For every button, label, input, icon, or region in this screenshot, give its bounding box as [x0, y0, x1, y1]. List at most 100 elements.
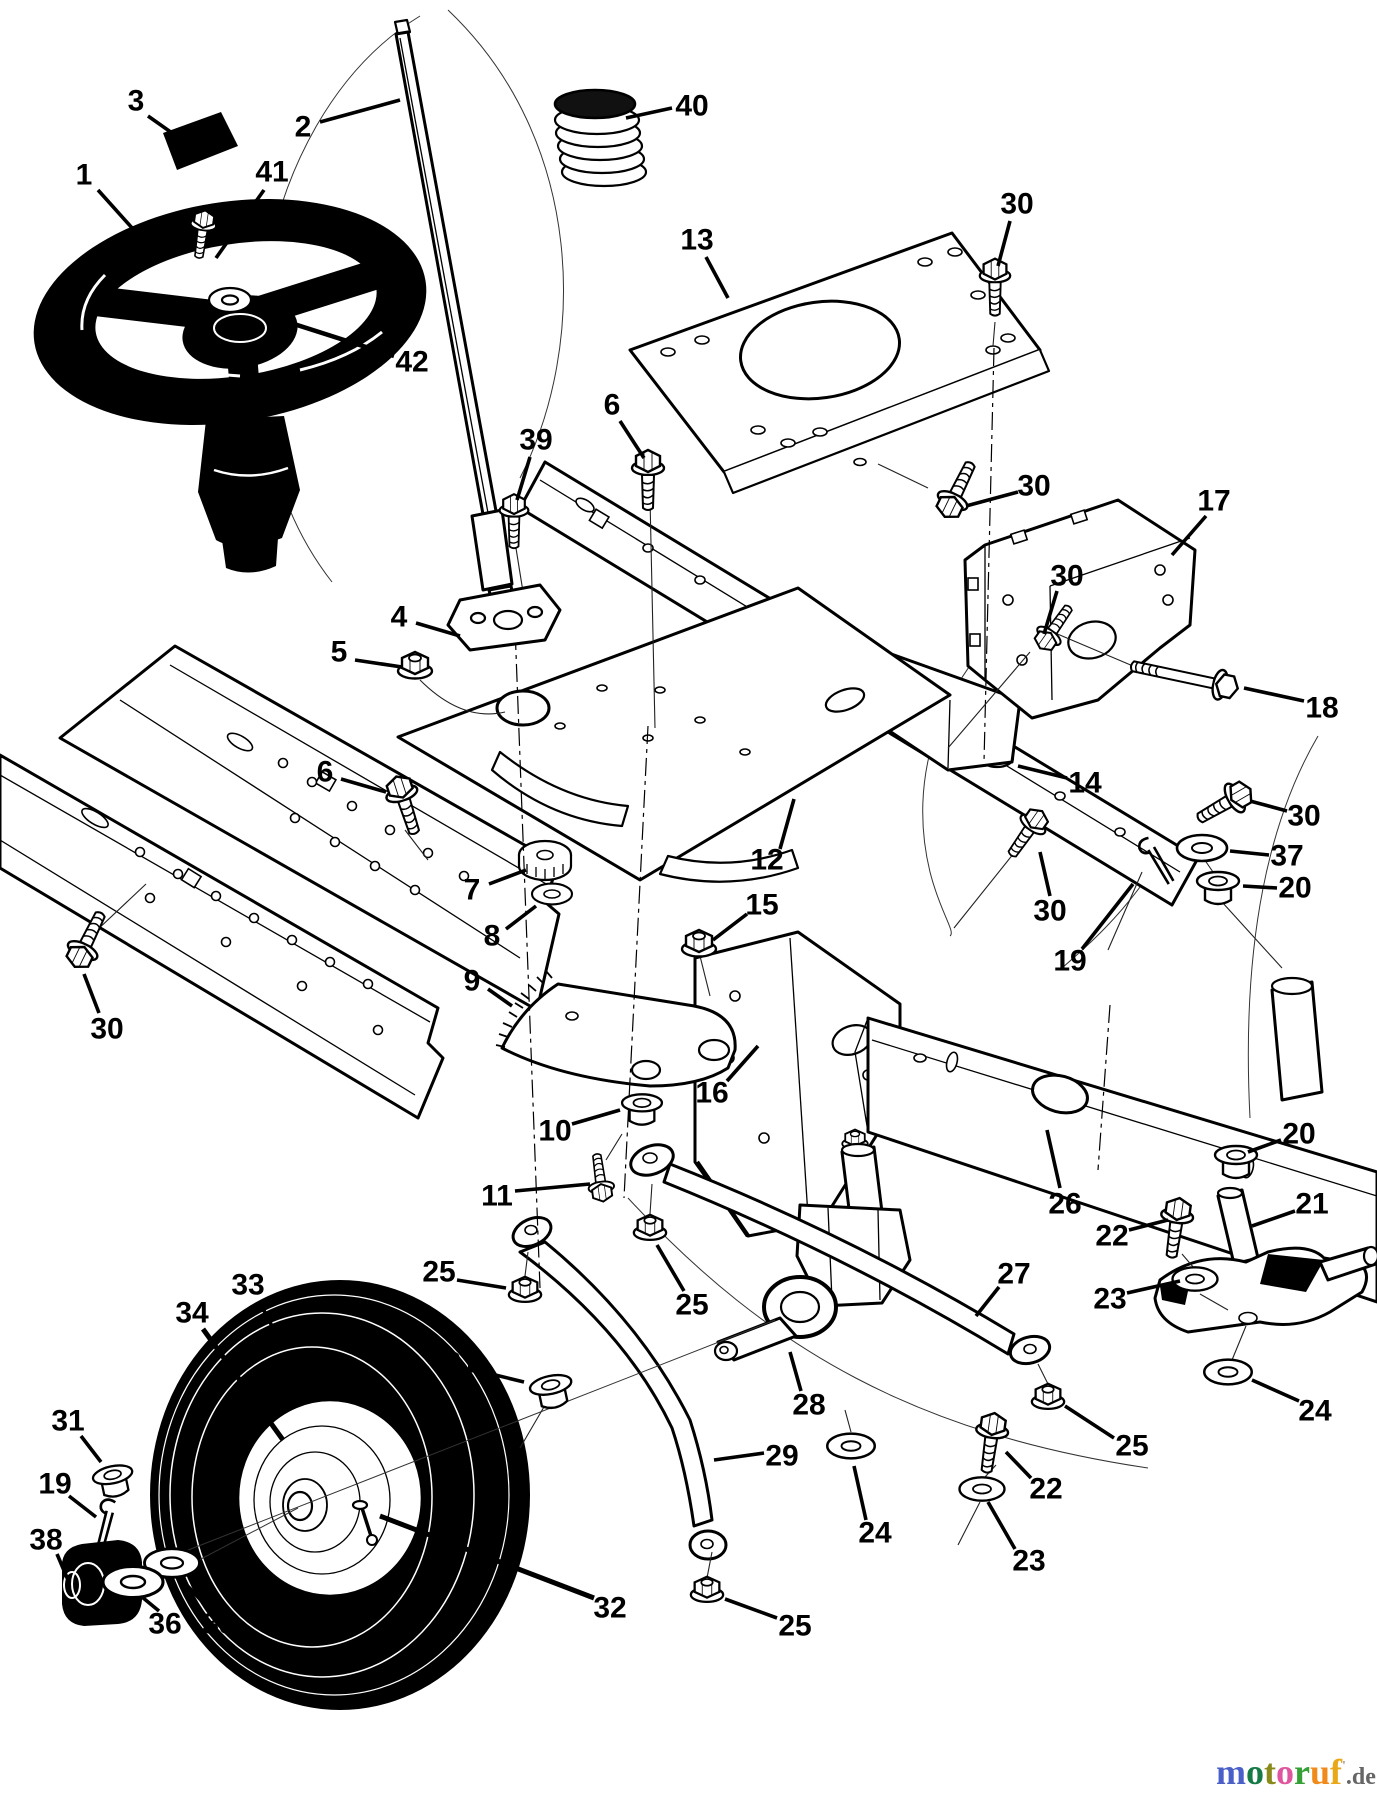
part-number-label: 2 — [295, 111, 312, 144]
part-number-label: 13 — [680, 224, 713, 257]
part-number-label: 17 — [1197, 485, 1230, 518]
callout-22: 22 — [1095, 1218, 1169, 1253]
part-steering-plate — [396, 586, 952, 883]
part-number-label: 41 — [255, 156, 288, 189]
leader-line — [515, 456, 532, 501]
callout-11: 11 — [481, 1180, 591, 1213]
callout-30: 30 — [965, 470, 1051, 508]
callout-18: 18 — [1243, 686, 1339, 725]
callout-27: 27 — [974, 1258, 1031, 1318]
part-number-label: 38 — [29, 1524, 62, 1557]
callout-34: 34 — [175, 1297, 286, 1442]
part-number-label: 27 — [997, 1258, 1030, 1291]
part-drag-link-front — [629, 1143, 1052, 1366]
bolt-22 — [969, 1409, 1012, 1476]
part-number-label: 8 — [484, 920, 501, 953]
part-number-label: 30 — [1017, 470, 1050, 503]
part-number-label: 16 — [695, 1077, 728, 1110]
leader-line — [571, 1108, 621, 1126]
washer-36 — [101, 1564, 165, 1600]
part-steering-support-bracket — [963, 498, 1197, 720]
part-number-label: 5 — [331, 636, 348, 669]
part-number-label: 30 — [1287, 800, 1320, 833]
part-number-label: 25 — [1115, 1430, 1148, 1463]
part-number-label: 36 — [148, 1608, 181, 1641]
callout-23: 23 — [986, 1501, 1046, 1578]
callout-5: 5 — [331, 636, 403, 669]
bushing-20 — [1195, 870, 1241, 906]
leader-line — [379, 1513, 595, 1601]
leader-line — [354, 658, 403, 669]
leader-line — [788, 1351, 803, 1392]
washer-23 — [1171, 1266, 1219, 1292]
bolt-6 — [630, 448, 666, 512]
callout-31: 31 — [444, 1347, 525, 1384]
callout-6: 6 — [604, 389, 646, 459]
callout-9: 9 — [464, 965, 514, 1008]
leader-line — [214, 188, 266, 260]
part-number-label: 6 — [317, 756, 334, 789]
callout-25: 25 — [1064, 1404, 1149, 1463]
callout-2: 2 — [295, 98, 401, 144]
leader-line — [1042, 590, 1059, 635]
leader-line — [1128, 1218, 1169, 1232]
washer-37 — [1175, 833, 1229, 863]
callout-21: 21 — [1251, 1188, 1329, 1228]
callout-26: 26 — [1045, 1129, 1082, 1221]
callout-layer: 1324142401330639174530301814303720612157… — [29, 85, 1338, 1643]
part-wheel — [150, 1280, 530, 1710]
part-number-label: 15 — [745, 889, 778, 922]
callout-7: 7 — [464, 868, 527, 907]
leader-line — [713, 1451, 765, 1462]
callout-40: 40 — [625, 90, 709, 123]
leader-line — [996, 220, 1012, 267]
part-number-label: 20 — [1278, 872, 1311, 905]
callout-30: 30 — [996, 188, 1034, 267]
leader-line — [974, 1285, 1001, 1318]
leader-line — [514, 1182, 591, 1193]
leader-line — [625, 106, 673, 120]
part-number-label: 33 — [231, 1269, 264, 1302]
callout-19: 19 — [1053, 882, 1135, 978]
callout-3: 3 — [128, 85, 184, 142]
leader-line — [146, 114, 184, 142]
leader-line — [486, 987, 514, 1008]
callout-17: 17 — [1170, 485, 1231, 557]
nut-25 — [689, 1575, 725, 1604]
part-seat-plate — [628, 231, 1051, 495]
callout-33: 33 — [231, 1269, 275, 1329]
part-number-label: 23 — [1012, 1545, 1045, 1578]
callout-24: 24 — [852, 1465, 892, 1550]
part-frame-rail-left-upper — [58, 644, 561, 1012]
part-number-label: 39 — [519, 424, 552, 457]
bolt-11 — [583, 1151, 617, 1205]
leader-line — [965, 490, 1019, 508]
callout-41: 41 — [214, 156, 289, 260]
leader-line — [1017, 764, 1068, 780]
callout-37: 37 — [1229, 840, 1304, 873]
part-number-label: 12 — [750, 844, 783, 877]
part-number-label: 9 — [464, 965, 481, 998]
part-number-label: 11 — [481, 1180, 513, 1213]
part-number-label: 32 — [593, 1592, 626, 1625]
part-number-label: 1 — [76, 159, 93, 192]
callout-35: 35 — [180, 1578, 236, 1641]
leader-line — [180, 1578, 213, 1613]
callout-10: 10 — [538, 1108, 621, 1148]
bushing-31 — [90, 1461, 138, 1502]
callout-8: 8 — [484, 904, 538, 953]
nut-25 — [1030, 1382, 1066, 1411]
part-number-label: 4 — [391, 601, 408, 634]
leader-line — [1126, 1279, 1181, 1295]
callout-23: 23 — [1093, 1279, 1181, 1316]
part-number-label: 18 — [1305, 692, 1338, 725]
leader-line — [340, 777, 387, 794]
washer-8 — [530, 882, 574, 906]
leader-line — [96, 188, 152, 250]
callout-20: 20 — [1242, 872, 1312, 905]
callout-22: 22 — [1004, 1450, 1063, 1506]
nut-5 — [396, 650, 434, 680]
part-number-label: 40 — [675, 90, 708, 123]
